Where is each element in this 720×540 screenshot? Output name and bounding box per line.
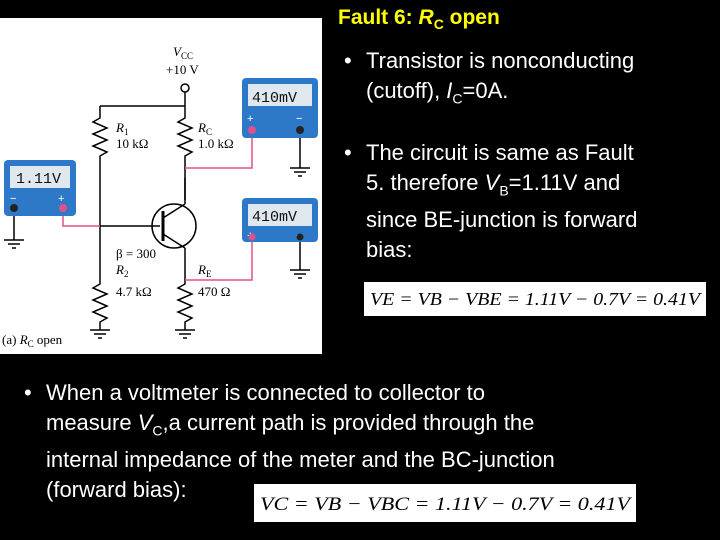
equation-ve: VE = VB − VBE = 1.11V − 0.7V = 0.41V	[364, 282, 706, 316]
voltmeter-mid: 410mV + −	[242, 198, 318, 242]
svg-text:+10 V: +10 V	[166, 62, 199, 77]
svg-text:VC = VB − VBC = 1.11V − 0.7V =: VC = VB − VBC = 1.11V − 0.7V = 0.41V	[260, 494, 633, 515]
r1-resistor	[91, 106, 109, 168]
svg-text:RE: RE	[197, 262, 212, 279]
svg-text:−: −	[296, 113, 302, 125]
rc-resistor	[176, 106, 194, 168]
circuit-diagram: 410mV + − 410mV + − 1.11V − + VCC	[0, 18, 322, 354]
r2-resistor	[91, 280, 109, 330]
circuit-caption: (a) RC open	[2, 332, 63, 349]
svg-text:10 kΩ: 10 kΩ	[116, 136, 148, 151]
vcc-terminal	[180, 83, 190, 93]
svg-text:+: +	[247, 113, 253, 125]
re-resistor	[176, 280, 194, 330]
svg-text:470 Ω: 470 Ω	[198, 284, 230, 299]
bullet-1: • Transistor is nonconducting (cutoff), …	[344, 48, 635, 107]
voltmeter-top: 410mV + −	[242, 78, 318, 138]
svg-text:β = 300: β = 300	[116, 246, 156, 261]
circuit-svg: 410mV + − 410mV + − 1.11V − + VCC	[2, 44, 318, 349]
meter-top-reading: 410mV	[252, 90, 297, 107]
svg-text:RC: RC	[197, 120, 212, 137]
equation-vc: VC = VB − VBC = 1.11V − 0.7V = 0.41V	[254, 484, 636, 522]
bullet-3: • When a voltmeter is connected to colle…	[24, 380, 555, 503]
meter-mid-reading: 410mV	[252, 209, 297, 226]
svg-text:R2: R2	[115, 262, 128, 279]
svg-text:4.7 kΩ: 4.7 kΩ	[116, 284, 152, 299]
voltmeter-left: 1.11V − +	[4, 160, 76, 216]
svg-text:R1: R1	[115, 120, 128, 137]
svg-text:VE = VB − VBE = 1.11V − 0.7V =: VE = VB − VBE = 1.11V − 0.7V = 0.41V	[370, 289, 702, 309]
svg-text:1.0 kΩ: 1.0 kΩ	[198, 136, 234, 151]
svg-text:VCC: VCC	[173, 44, 193, 61]
meter-left-reading: 1.11V	[16, 171, 61, 188]
slide-title: Fault 6: RC open	[338, 6, 500, 33]
svg-text:−: −	[10, 193, 16, 205]
transistor-symbol	[151, 203, 197, 249]
bullet-2: • The circuit is same as Fault 5. theref…	[344, 140, 638, 263]
svg-text:+: +	[58, 193, 64, 205]
